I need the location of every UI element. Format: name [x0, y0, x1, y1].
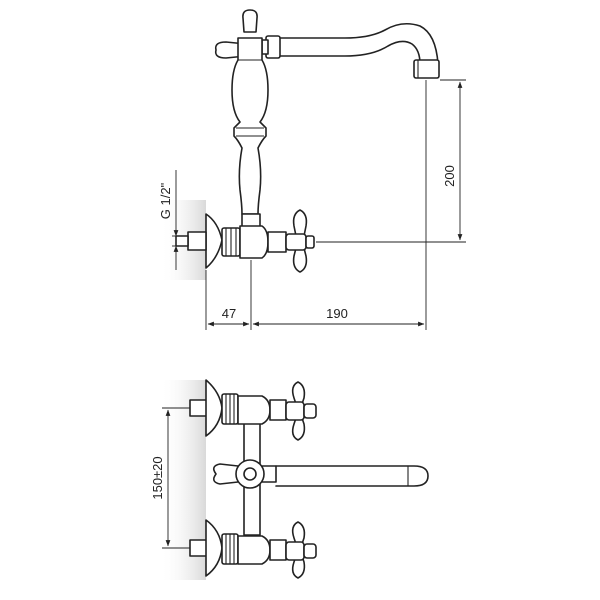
label-thread-size: G 1/2" — [158, 182, 173, 219]
label-wall-offset: 47 — [222, 306, 236, 321]
dim-spout-reach: 190 — [252, 306, 425, 327]
spout-top — [275, 465, 429, 487]
label-spout-reach: 190 — [326, 306, 348, 321]
spout-hub — [212, 459, 277, 489]
dim-wall-offset: 47 — [207, 306, 250, 327]
upper-cross-handle — [285, 381, 317, 441]
dim-thread: G 1/2" — [158, 170, 186, 270]
lower-inlet — [189, 519, 287, 577]
dim-height: 200 — [316, 79, 466, 243]
column-body — [231, 37, 269, 229]
label-spout-height: 200 — [442, 165, 457, 187]
valve-body-side — [221, 225, 287, 259]
dim-inlet-spacing: 150±20 — [150, 407, 190, 549]
cross-handle-side — [285, 209, 315, 273]
spout — [277, 22, 440, 79]
label-inlet-spacing: 150±20 — [150, 456, 165, 499]
top-view: 150±20 — [150, 379, 429, 580]
side-view: G 1/2" 200 47 190 — [158, 9, 466, 330]
lower-cross-handle — [285, 521, 317, 579]
spout-coupling — [261, 35, 281, 59]
upper-inlet — [189, 379, 287, 437]
